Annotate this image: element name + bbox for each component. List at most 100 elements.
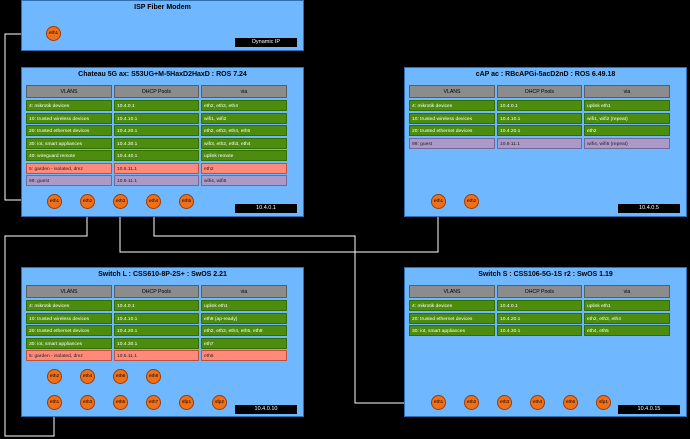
table-cell: 10.4.20.1	[114, 325, 199, 336]
table-cell: uplink eth1	[584, 100, 670, 111]
port-eth8[interactable]: eth8	[146, 369, 161, 384]
table-cell: 10.5.11.1	[114, 350, 199, 361]
table-cell: 10.4.20.1	[114, 125, 199, 136]
table-cell: eth2, eth3, eth4	[584, 312, 670, 324]
link-chateau-switchS	[153, 209, 430, 404]
port-eth5[interactable]: eth5	[179, 194, 194, 209]
port-eth2[interactable]: eth2	[464, 194, 479, 209]
port-sfp2[interactable]: sfp2	[212, 395, 227, 410]
table-cell: 4: mikrotik devices	[409, 300, 495, 311]
table-cell: 20: trusted ethernet devices	[26, 325, 112, 336]
port-eth5[interactable]: eth5	[113, 395, 128, 410]
table-cell: 10.4.10.1	[497, 112, 582, 124]
table-header: via	[584, 85, 670, 98]
port-eth7[interactable]: eth7	[146, 395, 161, 410]
table-cell: 10: trusted wireless devices	[26, 312, 112, 324]
table-cell: wifi1, wifi2 (repeat)	[584, 112, 670, 124]
table-cell: eth2, eth3, eth4, eth5, eth8	[201, 325, 287, 336]
port-eth3[interactable]: eth3	[113, 194, 128, 209]
table-cell: eth2	[201, 162, 287, 174]
switch-s-ip-tag: 10.4.0.15	[618, 405, 680, 414]
table-header: VLANS	[409, 85, 495, 98]
cap-ip-tag: 10.4.0.5	[618, 204, 680, 213]
table-cell: 4: mikrotik devices	[409, 100, 495, 111]
chateau-title: Chateau 5G ax: S53UG+M-5HaxD2HaxD : ROS …	[78, 71, 247, 78]
modem-port-eth1[interactable]: eth1	[46, 26, 61, 41]
table-cell: 20: trusted ethernet devices	[26, 125, 112, 136]
port-sfp1[interactable]: sfp1	[179, 395, 194, 410]
table-cell: 10.5.11.1	[114, 162, 199, 174]
switch-l-ip-tag: 10.4.0.10	[235, 405, 297, 414]
port-eth1[interactable]: eth1	[47, 395, 62, 410]
table-header: VLANS	[26, 285, 112, 298]
table-cell: eth2, eth3, eth4, eth5	[201, 125, 287, 136]
table-cell: 10.9.11.1	[114, 175, 199, 186]
isp-modem-box: ISP Fiber Modem eth1 Dynamic IP	[21, 0, 304, 51]
table-header: DHCP Pools	[497, 85, 582, 98]
table-cell: 10.9.11.1	[497, 137, 582, 149]
table-header: via	[584, 285, 670, 298]
chateau-router-box: Chateau 5G ax: S53UG+M-5HaxD2HaxD : ROS …	[21, 67, 304, 217]
table-cell: uplink eth1	[201, 300, 287, 311]
port-eth2[interactable]: eth2	[80, 194, 95, 209]
table-cell: eth7	[201, 337, 287, 349]
table-cell: wifi4, wifi5 (repeat)	[584, 137, 670, 149]
table-cell: eth2, eth3, eth4	[201, 100, 287, 111]
port-eth4[interactable]: eth4	[146, 194, 161, 209]
table-header: via	[201, 85, 287, 98]
port-eth1[interactable]: eth1	[431, 194, 446, 209]
table-cell: 5: garden - isolated, dmz	[26, 350, 112, 361]
switch-l-box: Switch L : CSS610-8P-2S+ : SwOS 2.21 VLA…	[21, 267, 304, 417]
table-cell: 99: guest	[26, 175, 112, 186]
table-cell: 10.4.10.1	[114, 112, 199, 124]
switch-s-box: Switch S : CSS106-5G-1S r2 : SwOS 1.19 V…	[404, 267, 687, 417]
port-eth1[interactable]: eth1	[47, 194, 62, 209]
link-chateau-switchL	[4, 208, 88, 437]
table-cell: 99: guest	[409, 137, 495, 149]
port-eth3[interactable]: eth3	[80, 395, 95, 410]
table-cell: wifi3, eth2, eth3, eth4	[201, 137, 287, 149]
port-eth5[interactable]: eth5	[563, 395, 578, 410]
table-cell: 10.4.30.1	[114, 337, 199, 349]
table-cell: 30: iot, smart appliances	[409, 325, 495, 336]
table-cell: 10.4.20.1	[497, 312, 582, 324]
cap-ac-box: cAP ac : RBcAPGi-5acD2nD : ROS 6.49.18 V…	[404, 67, 687, 217]
table-cell: 10.4.10.1	[114, 312, 199, 324]
port-sfp1[interactable]: sfp1	[596, 395, 611, 410]
table-cell: uplink remote	[201, 150, 287, 161]
table-cell: 10.4.20.1	[497, 125, 582, 136]
table-header: VLANS	[409, 285, 495, 298]
table-cell: 30: iot, smart appliances	[26, 337, 112, 349]
table-cell: eth8 (ap-ready)	[201, 312, 287, 324]
table-cell: 10.4.0.1	[497, 300, 582, 311]
table-cell: 10.4.0.1	[114, 100, 199, 111]
modem-title: ISP Fiber Modem	[134, 4, 191, 11]
table-cell: 10: trusted wireless devices	[409, 112, 495, 124]
table-cell: eth6	[201, 350, 287, 361]
port-eth2[interactable]: eth2	[47, 369, 62, 384]
switch-s-title: Switch S : CSS106-5G-1S r2 : SwOS 1.19	[478, 271, 613, 278]
chateau-ip-tag: 10.4.0.1	[235, 204, 297, 213]
port-eth4[interactable]: eth4	[530, 395, 545, 410]
table-header: DHCP Pools	[497, 285, 582, 298]
modem-ip-tag: Dynamic IP	[235, 38, 297, 47]
table-cell: 10: trusted wireless devices	[26, 112, 112, 124]
port-eth3[interactable]: eth3	[497, 395, 512, 410]
table-header: VLANS	[26, 85, 112, 98]
port-eth6[interactable]: eth6	[113, 369, 128, 384]
table-cell: wifi4, wifi5	[201, 175, 287, 186]
table-cell: 4: mikrotik devices	[26, 300, 112, 311]
table-cell: 30: iot, smart appliances	[26, 137, 112, 149]
port-eth4[interactable]: eth4	[80, 369, 95, 384]
table-header: DHCP Pools	[114, 285, 199, 298]
table-cell: 4: mikrotik devices	[26, 100, 112, 111]
switch-l-title: Switch L : CSS610-8P-2S+ : SwOS 2.21	[98, 271, 227, 278]
port-eth1[interactable]: eth1	[431, 395, 446, 410]
port-eth2[interactable]: eth2	[464, 395, 479, 410]
